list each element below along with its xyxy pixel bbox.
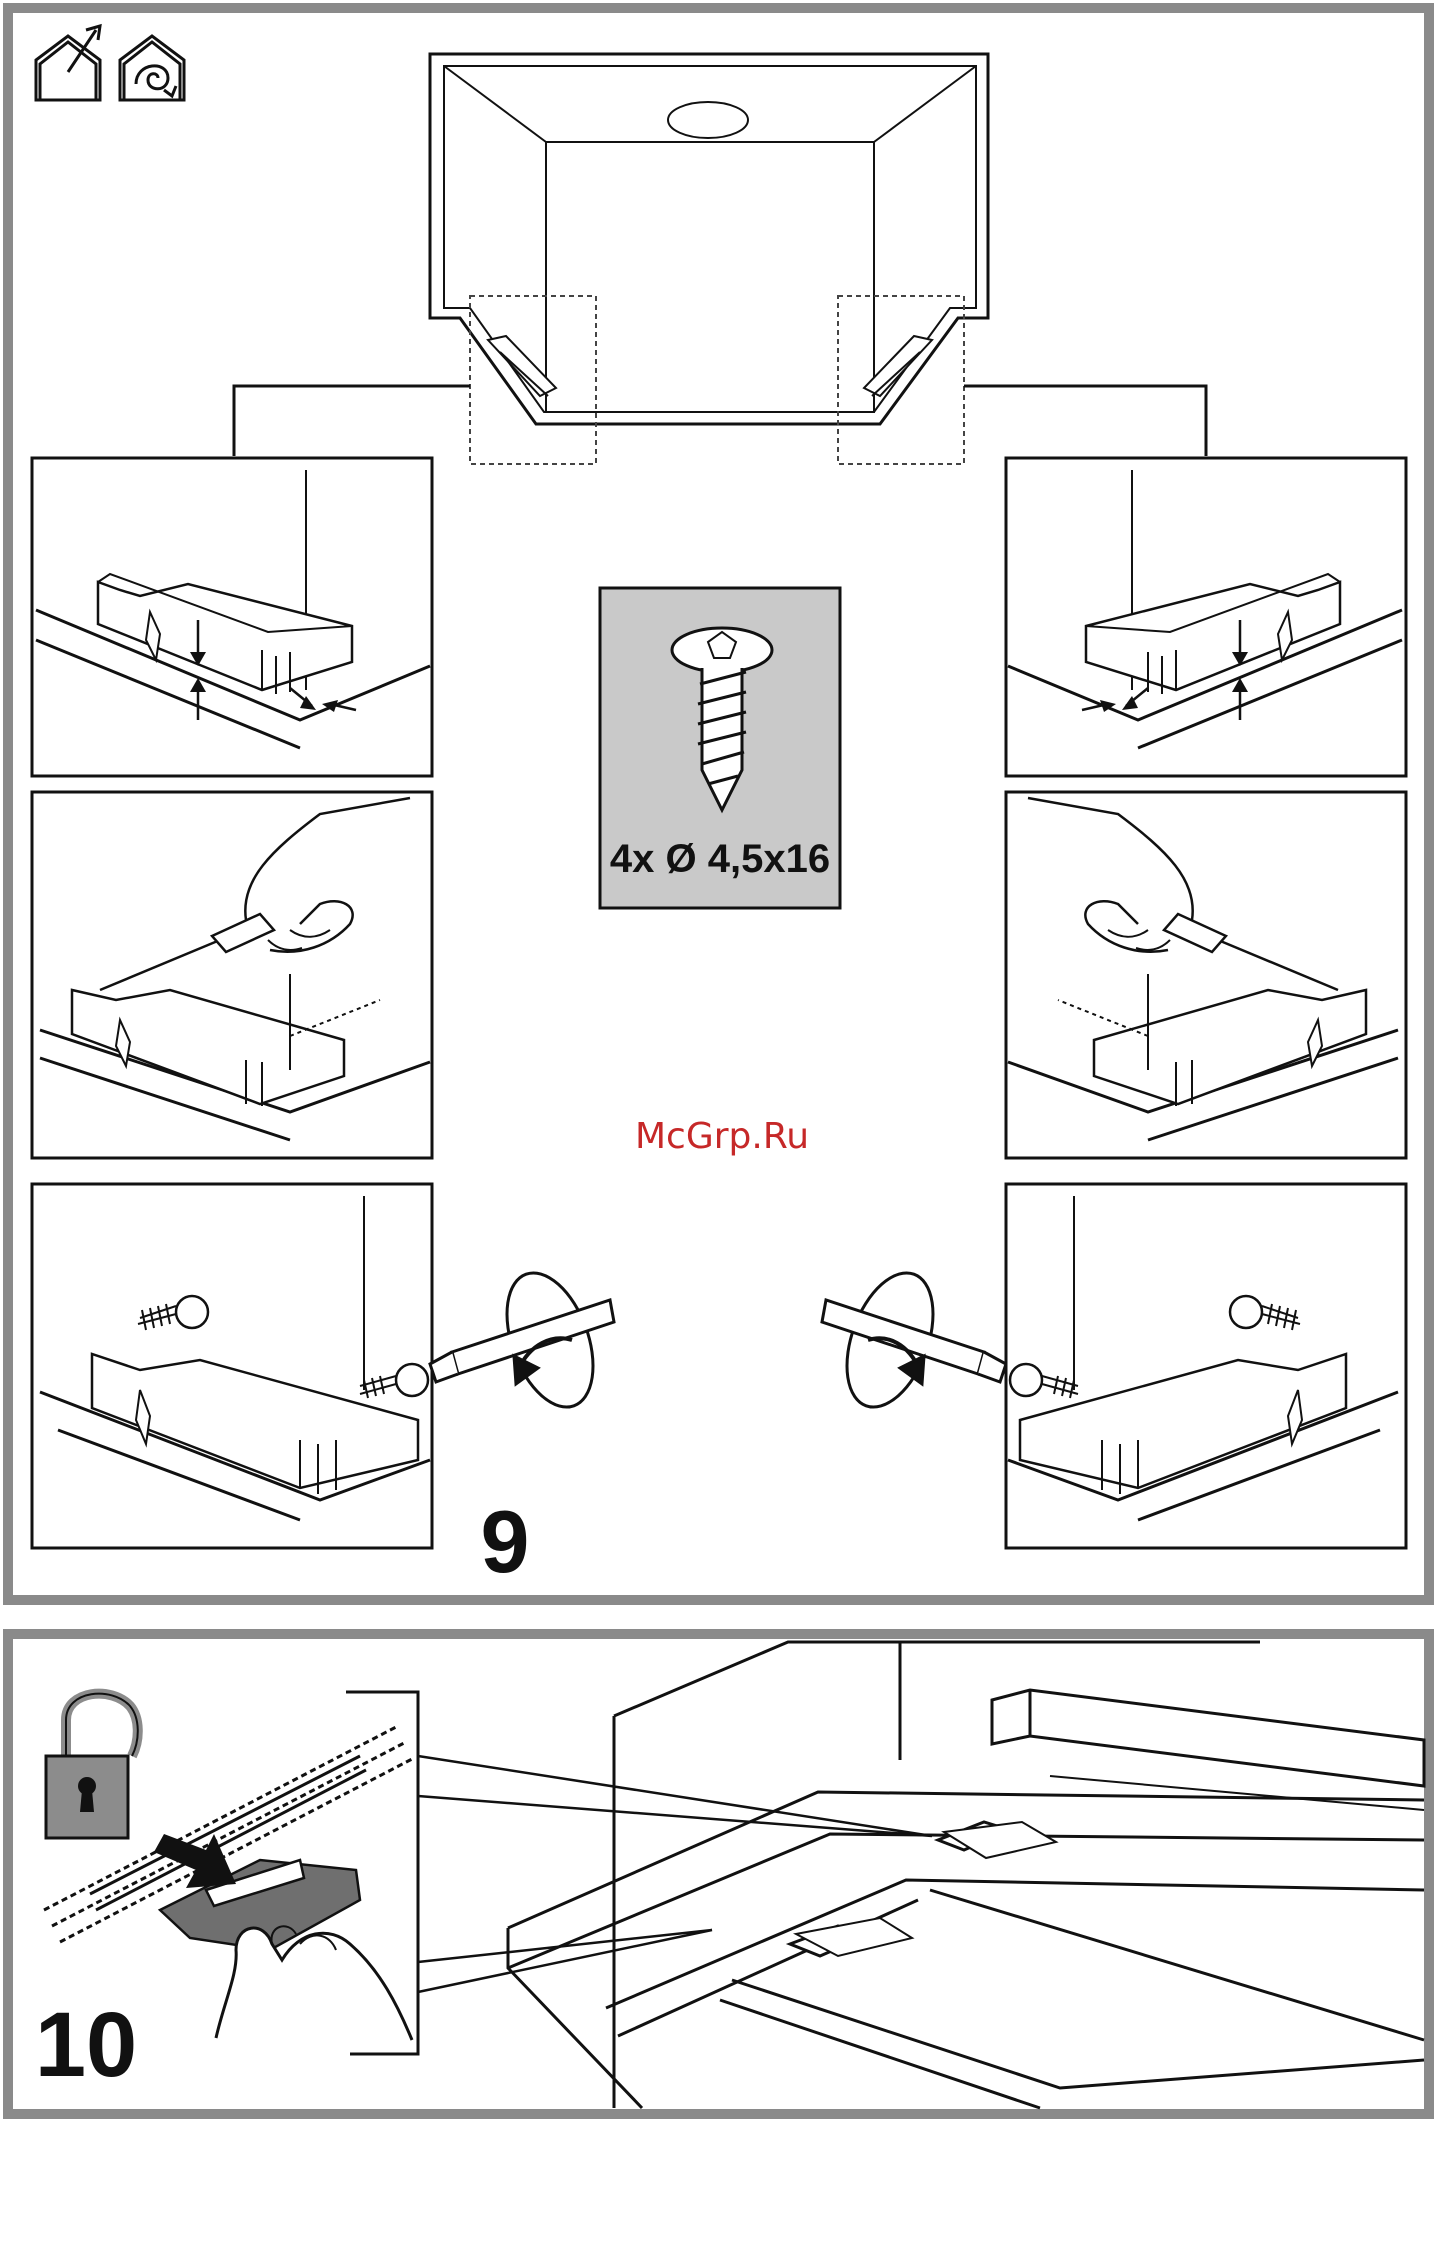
- detail-right-3: [1006, 1184, 1406, 1548]
- screw-head-icon: [396, 1364, 428, 1396]
- detail-right-2: [1006, 792, 1406, 1158]
- step-number-9: 9: [481, 1492, 530, 1591]
- detail-left-1: [32, 458, 432, 776]
- detail-left-2: [32, 792, 432, 1158]
- watermark: McGrp.Ru: [635, 1116, 809, 1157]
- detail-right-1: [1006, 458, 1406, 776]
- screw-head-icon: [176, 1296, 208, 1328]
- screw-head-icon: [1010, 1364, 1042, 1396]
- step-number-10: 10: [35, 1994, 137, 2096]
- screw-spec-label: 4x Ø 4,5x16: [610, 837, 830, 881]
- detail-left-3: [32, 1184, 432, 1548]
- screw-head-icon: [1230, 1296, 1262, 1328]
